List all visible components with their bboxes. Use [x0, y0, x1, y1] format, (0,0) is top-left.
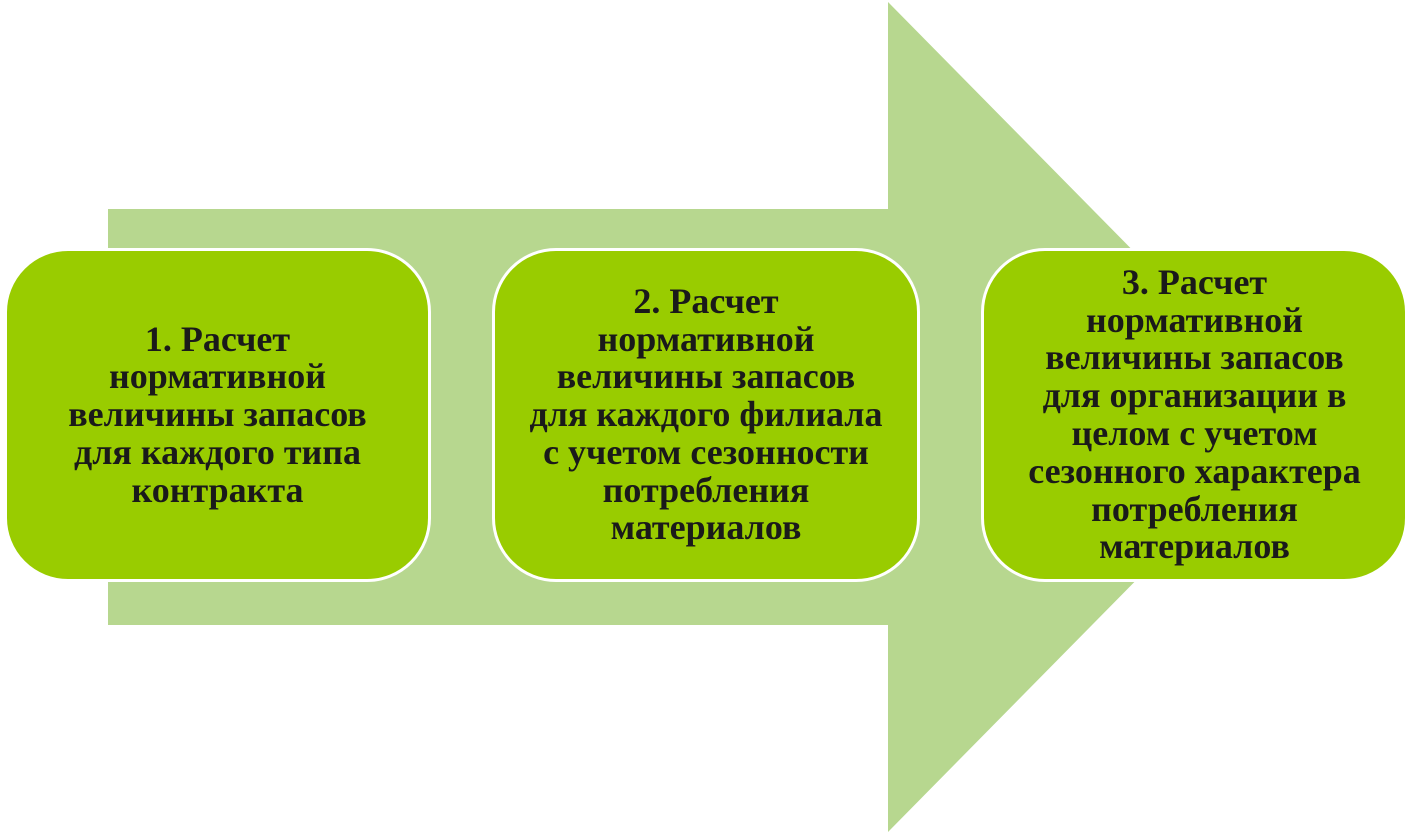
step-box-3: 3. Расчет нормативной величины запасов д…: [981, 248, 1408, 582]
step-3-text: 3. Расчет нормативной величины запасов д…: [1028, 261, 1361, 567]
step-1-text: 1. Расчет нормативной величины запасов д…: [68, 318, 367, 510]
step-box-1: 1. Расчет нормативной величины запасов д…: [4, 248, 431, 582]
step-box-2: 2. Расчет нормативной величины запасов д…: [492, 248, 920, 582]
step-2-text: 2. Расчет нормативной величины запасов д…: [529, 280, 883, 548]
